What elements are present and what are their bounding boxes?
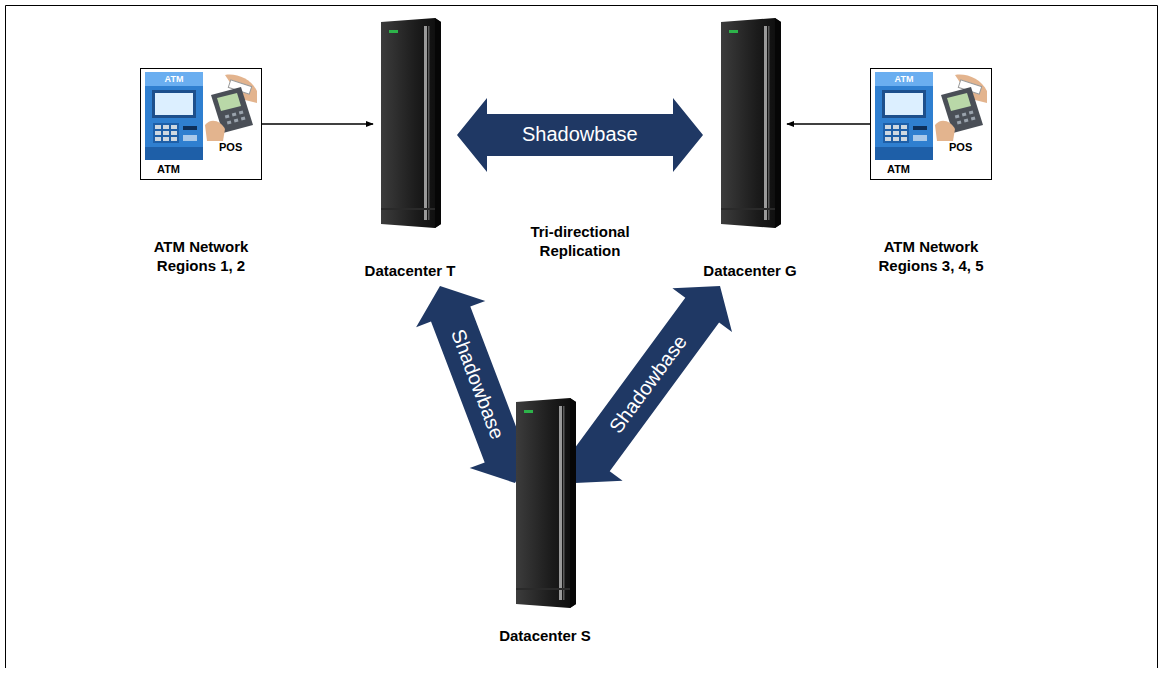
replication-arrow — [457, 98, 703, 172]
feed-arrow — [262, 123, 373, 125]
server-shape — [715, 18, 785, 228]
frame-border — [6, 6, 1158, 669]
server-shape — [510, 398, 580, 608]
datacenter-server: Datacenter G — [697, 18, 803, 280]
network-caption: ATM Network Regions 3, 4, 5 — [856, 237, 1006, 275]
atm-label: ATM — [157, 163, 180, 175]
atm-header: ATM — [165, 74, 184, 84]
datacenter-label: Datacenter T — [359, 262, 462, 280]
server-tower — [715, 18, 785, 228]
pos-label: POS — [949, 141, 972, 153]
atm-network-box: ATMPOSATM Network Regions 3, 4, 5ATM — [870, 68, 992, 180]
server-shape — [375, 18, 445, 228]
datacenter-label: Datacenter S — [493, 627, 597, 645]
server-tower — [375, 18, 445, 228]
datacenter-server: Datacenter S — [493, 398, 597, 645]
replication-arrow — [563, 286, 732, 483]
atm-network-box: ATMPOSATM Network Regions 1, 2ATM — [140, 68, 262, 180]
atm-label: ATM — [887, 163, 910, 175]
replication-label: Shadowbase — [603, 330, 691, 437]
replication-label: Shadowbase — [522, 122, 638, 146]
feed-arrow — [787, 123, 870, 125]
atm-pos-illustration — [141, 69, 261, 179]
datacenter-label: Datacenter G — [697, 262, 803, 280]
server-tower — [510, 398, 580, 608]
network-caption: ATM Network Regions 1, 2 — [126, 237, 276, 275]
pos-label: POS — [219, 141, 242, 153]
title-label: Tri-directional Replication — [515, 222, 645, 260]
datacenter-server: Datacenter T — [359, 18, 462, 280]
atm-header: ATM — [895, 74, 914, 84]
atm-pos-illustration — [871, 69, 991, 179]
